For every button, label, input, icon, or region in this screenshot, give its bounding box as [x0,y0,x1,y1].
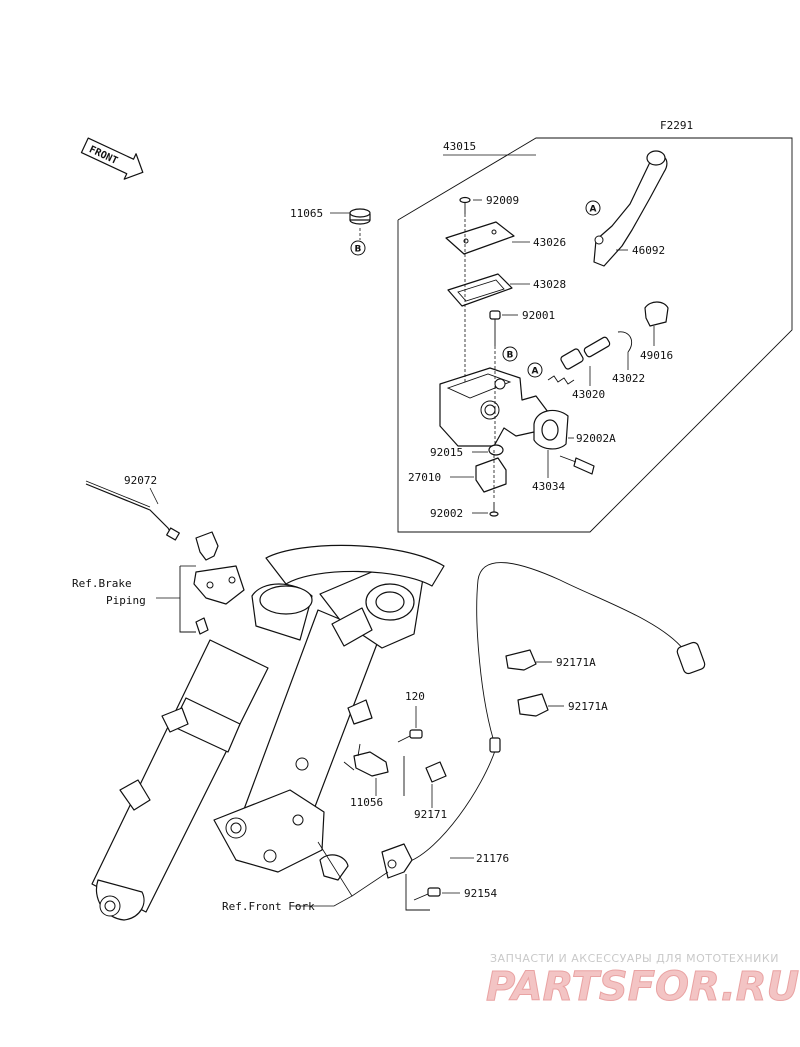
part-labels-upper: 43015 11065 92009 43026 46092 43028 9200… [290,140,673,520]
master-cylinder-body [439,367,549,447]
watermark-brand: PARTSFOR.RU [486,964,799,1010]
bracket-11056: 11056 [343,743,389,809]
label-27010: 27010 [408,471,441,484]
diaphragm [447,273,513,307]
bolt-92001 [489,310,501,346]
watermark-tagline: ЗАПЧАСТИ И АКСЕССУАРЫ ДЛЯ МОТОТЕХНИКИ [490,952,779,965]
ref-front-fork: Ref.Front Fork [222,900,315,913]
ref-leaders [292,841,389,907]
label-92171: 92171 [414,808,447,821]
label-92015: 92015 [430,446,463,459]
marker-b-body: B [502,346,518,362]
bolt-92154: 92154 [405,874,497,911]
brake-switch-27010 [475,457,507,493]
bolt-92002a [559,455,595,475]
label-11056: 11056 [350,796,383,809]
label-49016: 49016 [640,349,673,362]
label-92072: 92072 [124,474,157,487]
brake-piping-bracket [156,531,245,635]
label-120: 120 [405,690,425,703]
clamp-holder-43034 [533,409,569,450]
marker-a-lever: A [585,200,601,216]
clamp-92171a-lower: 92171A [517,693,608,717]
label-43034: 43034 [532,480,565,493]
sensor-lead-21176: 21176 [381,562,706,879]
nut-92015 [488,444,504,456]
label-11065: 11065 [290,207,323,220]
label-92001: 92001 [522,309,555,322]
ref-brake-piping-line1: Ref.Brake [72,577,132,590]
svg-text:A: A [532,367,539,377]
reservoir-cap [445,221,515,255]
watermark: ЗАПЧАСТИ И АКСЕССУАРЫ ДЛЯ МОТОТЕХНИКИ PA… [486,952,800,1011]
bolt-120: 120 [397,690,425,743]
svg-text:A: A [590,205,597,215]
master-cylinder-assembly-frame [397,137,793,533]
marker-a-piston: A [527,362,543,378]
svg-text:B: B [355,245,362,255]
label-43015: 43015 [443,140,476,153]
front-arrow-icon: FRONT [80,137,144,180]
clamp-92171a-upper: 92171A [505,649,596,671]
piston-assembly [547,336,611,385]
label-92002a: 92002A [576,432,616,445]
label-43028: 43028 [533,278,566,291]
boot-49016 [644,301,669,327]
alignment-lines [359,214,496,500]
clamp-92171: 92171 [403,756,447,821]
circlip-43022 [617,331,632,353]
brake-lever [593,150,668,267]
screw-92002 [489,502,499,517]
label-92154: 92154 [464,887,497,900]
label-92002: 92002 [430,507,463,520]
brake-hose-92072: 92072 [85,474,180,541]
label-92171a-2: 92171A [568,700,608,713]
label-92009: 92009 [486,194,519,207]
label-43022: 43022 [612,372,645,385]
label-43026: 43026 [533,236,566,249]
ref-brake-piping-line2: Piping [106,594,146,607]
front-fork [91,544,445,921]
label-43020: 43020 [572,388,605,401]
svg-text:B: B [507,351,514,361]
label-21176: 21176 [476,852,509,865]
marker-b-cap: B [350,240,366,256]
label-92171a-1: 92171A [556,656,596,669]
label-46092: 46092 [632,244,665,257]
figure-id: F2291 [660,119,693,132]
leader-lines-upper [330,199,655,514]
cap-11065 [349,208,371,225]
screw-92009 [459,196,471,214]
